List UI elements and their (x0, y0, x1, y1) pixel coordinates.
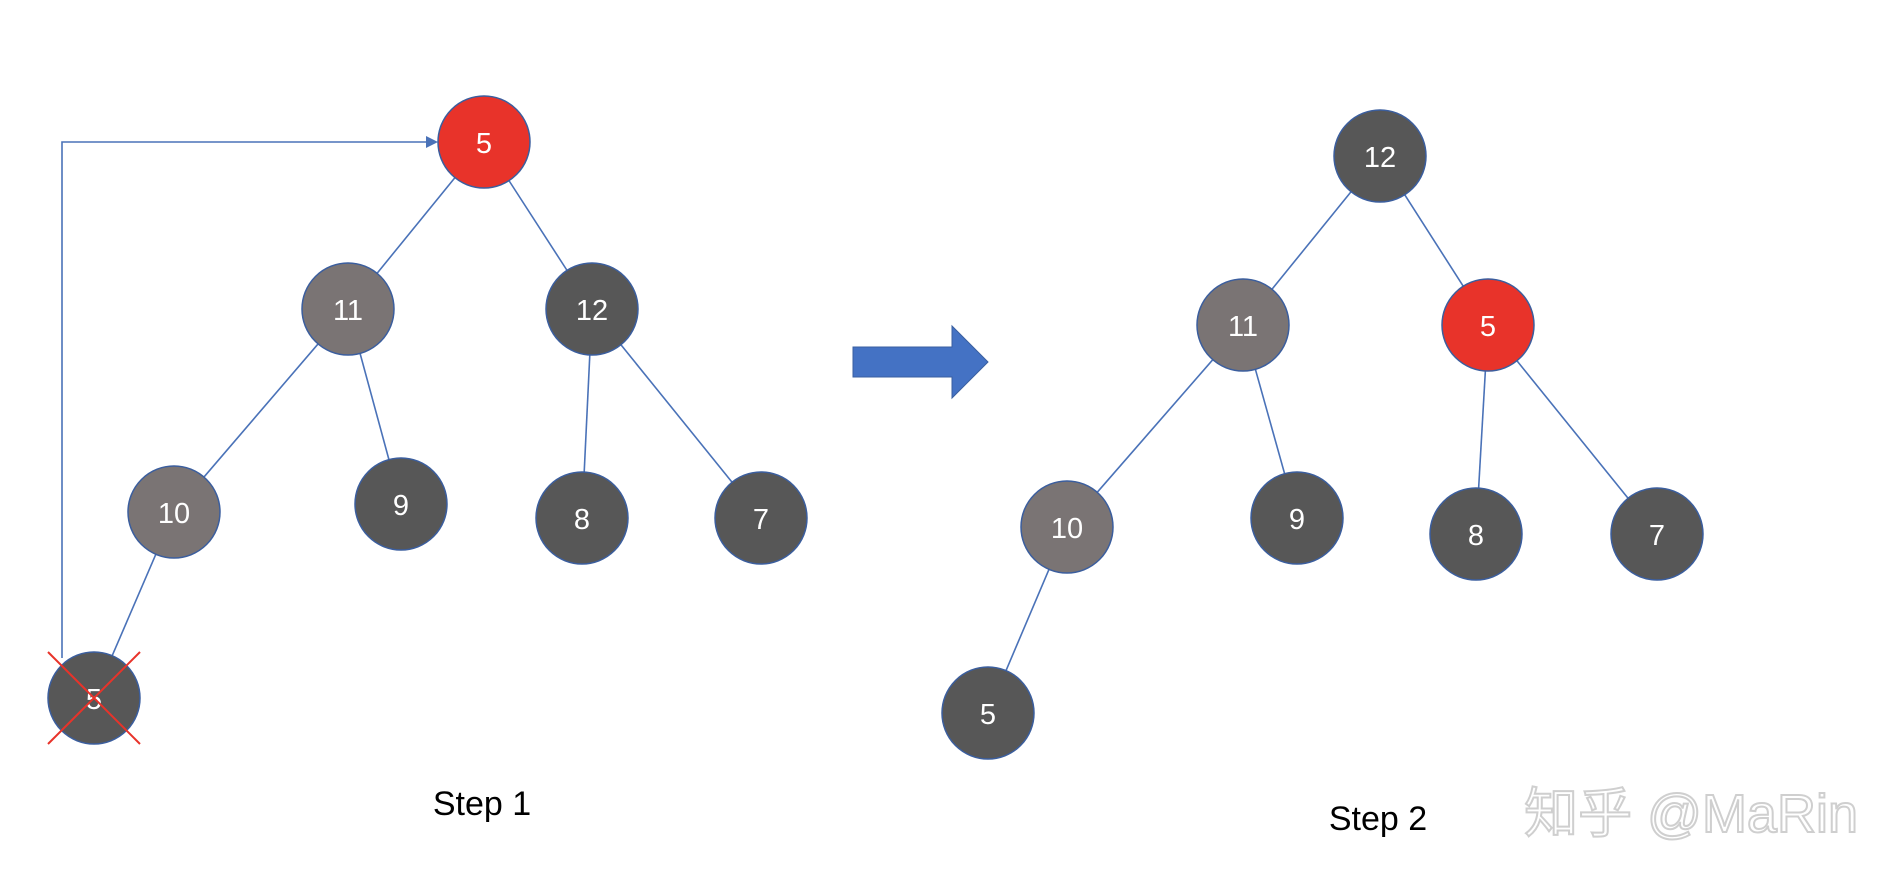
node-circle (127, 465, 221, 559)
arrowhead-icon (426, 136, 438, 148)
nodes-layer: 5 11 12 10 9 8 7 5 12 11 5 10 9 8 7 5 (47, 95, 1704, 760)
node-circle (535, 471, 629, 565)
step2-edge-s2-11-s2-9 (1254, 369, 1286, 474)
node-label: 8 (574, 504, 590, 536)
node-label: 5 (476, 128, 492, 160)
node-circle (545, 262, 639, 356)
node-label: 7 (753, 504, 769, 536)
tree-node-s2-11: 11 (1196, 278, 1290, 372)
tree-node-s1-5-removed: 5 (47, 651, 141, 745)
step1-edge-s1-root-s1-12 (508, 180, 568, 271)
tree-node-s1-11: 11 (301, 262, 395, 356)
node-circle (1441, 278, 1535, 372)
tree-node-s1-10: 10 (127, 465, 221, 559)
node-circle (714, 471, 808, 565)
node-label: 8 (1468, 520, 1484, 552)
tree-node-s2-5-leaf: 5 (941, 666, 1035, 760)
node-circle (1250, 471, 1344, 565)
step2-edge-s2-5-s2-8 (1477, 370, 1487, 489)
node-label: 9 (1289, 504, 1305, 536)
node-circle (1020, 480, 1114, 574)
step1-edge-s1-10-s1-5-removed (111, 553, 157, 657)
watermark: 知乎 @MaRin (1524, 784, 1858, 844)
node-circle (1196, 278, 1290, 372)
right-arrow-icon (852, 324, 989, 400)
node-circle (1429, 487, 1523, 581)
node-circle (301, 262, 395, 356)
tree-node-s1-8: 8 (535, 471, 629, 565)
step1-edge-s1-11-s1-9 (359, 353, 390, 460)
tree-node-s1-7: 7 (714, 471, 808, 565)
node-label: 10 (1051, 513, 1083, 545)
tree-node-s2-8: 8 (1429, 487, 1523, 581)
node-circle (941, 666, 1035, 760)
node-label: 12 (576, 295, 608, 327)
step2-edge-s2-root-s2-11 (1271, 191, 1352, 290)
tree-node-s2-7: 7 (1610, 487, 1704, 581)
tree-node-s2-root: 12 (1333, 109, 1427, 203)
step2-edge-s2-root-s2-5 (1404, 194, 1464, 287)
node-label: 10 (158, 498, 190, 530)
step1-edge-s1-11-s1-10 (203, 343, 319, 478)
node-circle (1610, 487, 1704, 581)
tree-node-s1-9: 9 (354, 457, 448, 551)
node-label: 9 (393, 490, 409, 522)
tree-node-s2-9: 9 (1250, 471, 1344, 565)
node-circle (354, 457, 448, 551)
tree-node-s1-12: 12 (545, 262, 639, 356)
step2-edge-s2-10-s2-5-leaf (1005, 569, 1050, 671)
node-label: 5 (980, 699, 996, 731)
step1-edge-s1-12-s1-8 (583, 354, 591, 473)
removed-cross-icon (47, 651, 141, 745)
step1-caption: Step 1 (433, 785, 531, 823)
step1-edge-s1-root-s1-11 (376, 177, 456, 274)
tree-node-s2-5: 5 (1441, 278, 1535, 372)
move-to-root-arrow (61, 136, 438, 658)
node-label: 11 (1228, 311, 1258, 343)
node-circle (1333, 109, 1427, 203)
step1-edge-s1-12-s1-7 (620, 344, 733, 483)
node-label: 5 (1480, 311, 1496, 343)
node-label: 11 (333, 295, 363, 327)
node-label: 7 (1649, 520, 1665, 552)
step2-edge-s2-11-s2-10 (1096, 359, 1214, 493)
edges-layer (61, 136, 1629, 671)
node-label: 12 (1364, 142, 1396, 174)
tree-node-s1-root: 5 (437, 95, 531, 189)
tree-node-s2-10: 10 (1020, 480, 1114, 574)
node-label: 5 (86, 684, 102, 716)
step2-edge-s2-5-s2-7 (1516, 360, 1629, 499)
node-circle (437, 95, 531, 189)
step2-caption: Step 2 (1329, 800, 1427, 838)
